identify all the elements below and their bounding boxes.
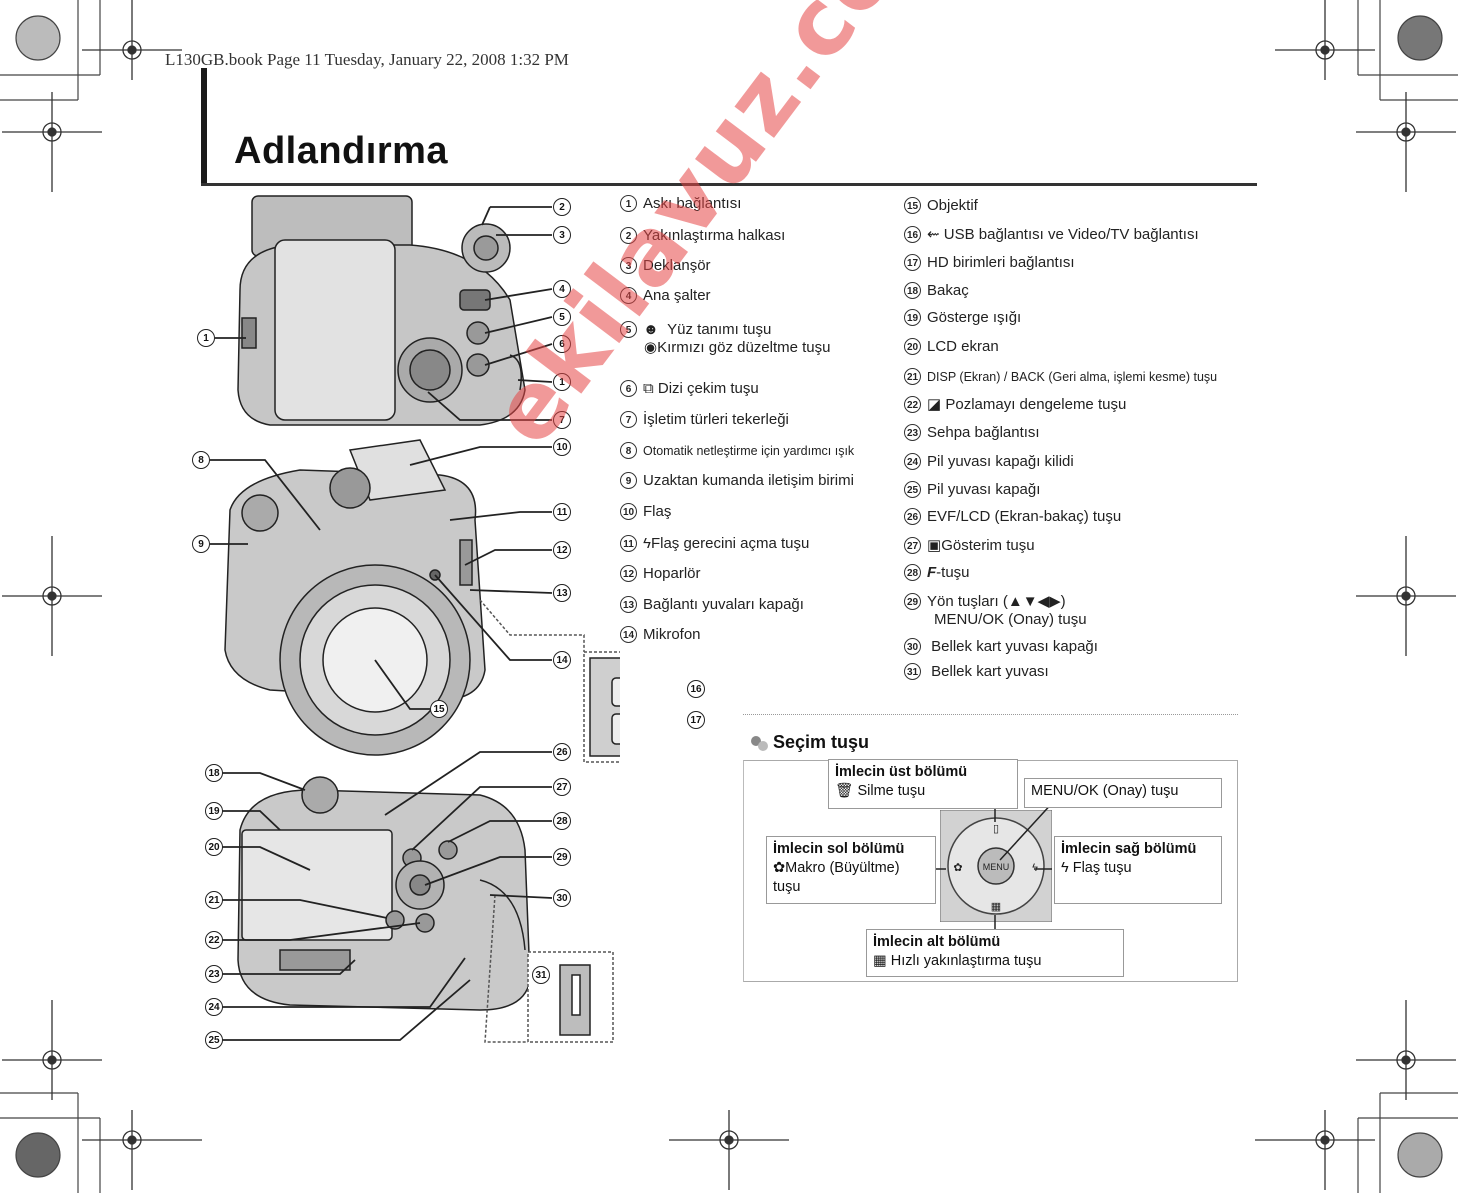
callout-3: 3 — [553, 226, 571, 244]
legend-item-27: 27▣Gösterim tuşu — [904, 537, 1035, 555]
svg-text:▦: ▦ — [991, 901, 1001, 913]
svg-text:MENU: MENU — [983, 862, 1010, 872]
callout-20: 20 — [205, 838, 223, 856]
callout-10: 10 — [553, 438, 571, 456]
red-eye-icon: ◉ — [644, 339, 658, 356]
callout-19: 19 — [205, 802, 223, 820]
callout-21: 21 — [205, 891, 223, 909]
callout-15: 15 — [430, 700, 448, 718]
legend-item-22: 22◪ Pozlamayı dengeleme tuşu — [904, 396, 1126, 414]
legend-item-16: 16⇜ USB bağlantısı ve Video/TV bağlantıs… — [904, 226, 1199, 244]
callout-1b: 1 — [553, 373, 571, 391]
tip-icon — [751, 736, 768, 751]
callout-8: 8 — [192, 451, 210, 469]
title-accent-bar — [201, 68, 207, 186]
callout-7: 7 — [553, 411, 571, 429]
callout-25: 25 — [205, 1031, 223, 1049]
cursor-left-box: İmlecin sol bölümü ✿Makro (Büyültme) tuş… — [766, 836, 936, 904]
callout-28: 28 — [553, 812, 571, 830]
callout-9: 9 — [192, 535, 210, 553]
macro-icon: ✿ — [773, 860, 786, 876]
callout-18: 18 — [205, 764, 223, 782]
callout-2: 2 — [553, 198, 571, 216]
callout-22: 22 — [205, 931, 223, 949]
book-header-line: L130GB.book Page 11 Tuesday, January 22,… — [165, 50, 569, 69]
burst-icon: ⧉ — [643, 380, 654, 397]
trash-icon: 🗑 — [835, 783, 854, 799]
flash-icon: ϟ — [643, 535, 651, 552]
f-mode-icon: F — [927, 564, 937, 581]
callout-27: 27 — [553, 778, 571, 796]
legend-item-30: 30 Bellek kart yuvası kapağı — [904, 638, 1098, 656]
selector-dial: MENU ▯ ✿ ϟ ▦ — [940, 810, 1052, 922]
svg-text:ϟ: ϟ — [1032, 862, 1038, 874]
play-icon: ▣ — [927, 537, 942, 554]
callout-14: 14 — [553, 651, 571, 669]
camera-illustrations — [210, 195, 620, 1043]
cursor-right-box: İmlecin sağ bölümü ϟ Flaş tuşu — [1054, 836, 1222, 904]
title-rule — [201, 183, 1257, 186]
usb-icon: ⇜ — [927, 226, 940, 243]
selection-title: Seçim tuşu — [773, 732, 870, 752]
exposure-icon: ◪ — [927, 396, 942, 413]
callout-5: 5 — [553, 308, 571, 326]
legend-item-6: 6⧉ Dizi çekim tuşu — [620, 380, 759, 398]
callout-30: 30 — [553, 889, 571, 907]
callout-26: 26 — [553, 743, 571, 761]
svg-text:▯: ▯ — [993, 823, 999, 835]
legend-item-31: 31 Bellek kart yuvası — [904, 663, 1049, 681]
menu-ok-box: MENU/OK (Onay) tuşu — [1024, 778, 1222, 808]
callout-4: 4 — [553, 280, 571, 298]
callout-1a: 1 — [197, 329, 215, 347]
callout-11: 11 — [553, 503, 571, 521]
callout-13: 13 — [553, 584, 571, 602]
callout-12: 12 — [553, 541, 571, 559]
camera-back-view — [237, 776, 531, 1011]
callout-23: 23 — [205, 965, 223, 983]
callout-6: 6 — [553, 335, 571, 353]
callout-31: 31 — [532, 966, 550, 984]
svg-text:✿: ✿ — [953, 862, 962, 874]
connector-detail — [583, 651, 620, 763]
page-title: Adlandırma — [234, 130, 449, 172]
quick-zoom-icon: ▦ — [873, 953, 887, 969]
face-icon: ☻ — [643, 321, 659, 338]
cursor-up-box: İmlecin üst bölümü 🗑 Silme tuşu — [828, 759, 1018, 809]
selection-section — [743, 714, 1238, 985]
selector-leaders — [934, 800, 1056, 938]
callout-29: 29 — [553, 848, 571, 866]
callout-24: 24 — [205, 998, 223, 1016]
flash-icon: ϟ — [1061, 860, 1069, 876]
callout-17: 17 — [687, 711, 705, 729]
callout-16: 16 — [687, 680, 705, 698]
legend-item-5: 5☻ Yüz tanımı tuşu◉Kırmızı göz düzeltme … — [620, 321, 831, 357]
cursor-down-box: İmlecin alt bölümü ▦ Hızlı yakınlaştırma… — [866, 929, 1124, 977]
